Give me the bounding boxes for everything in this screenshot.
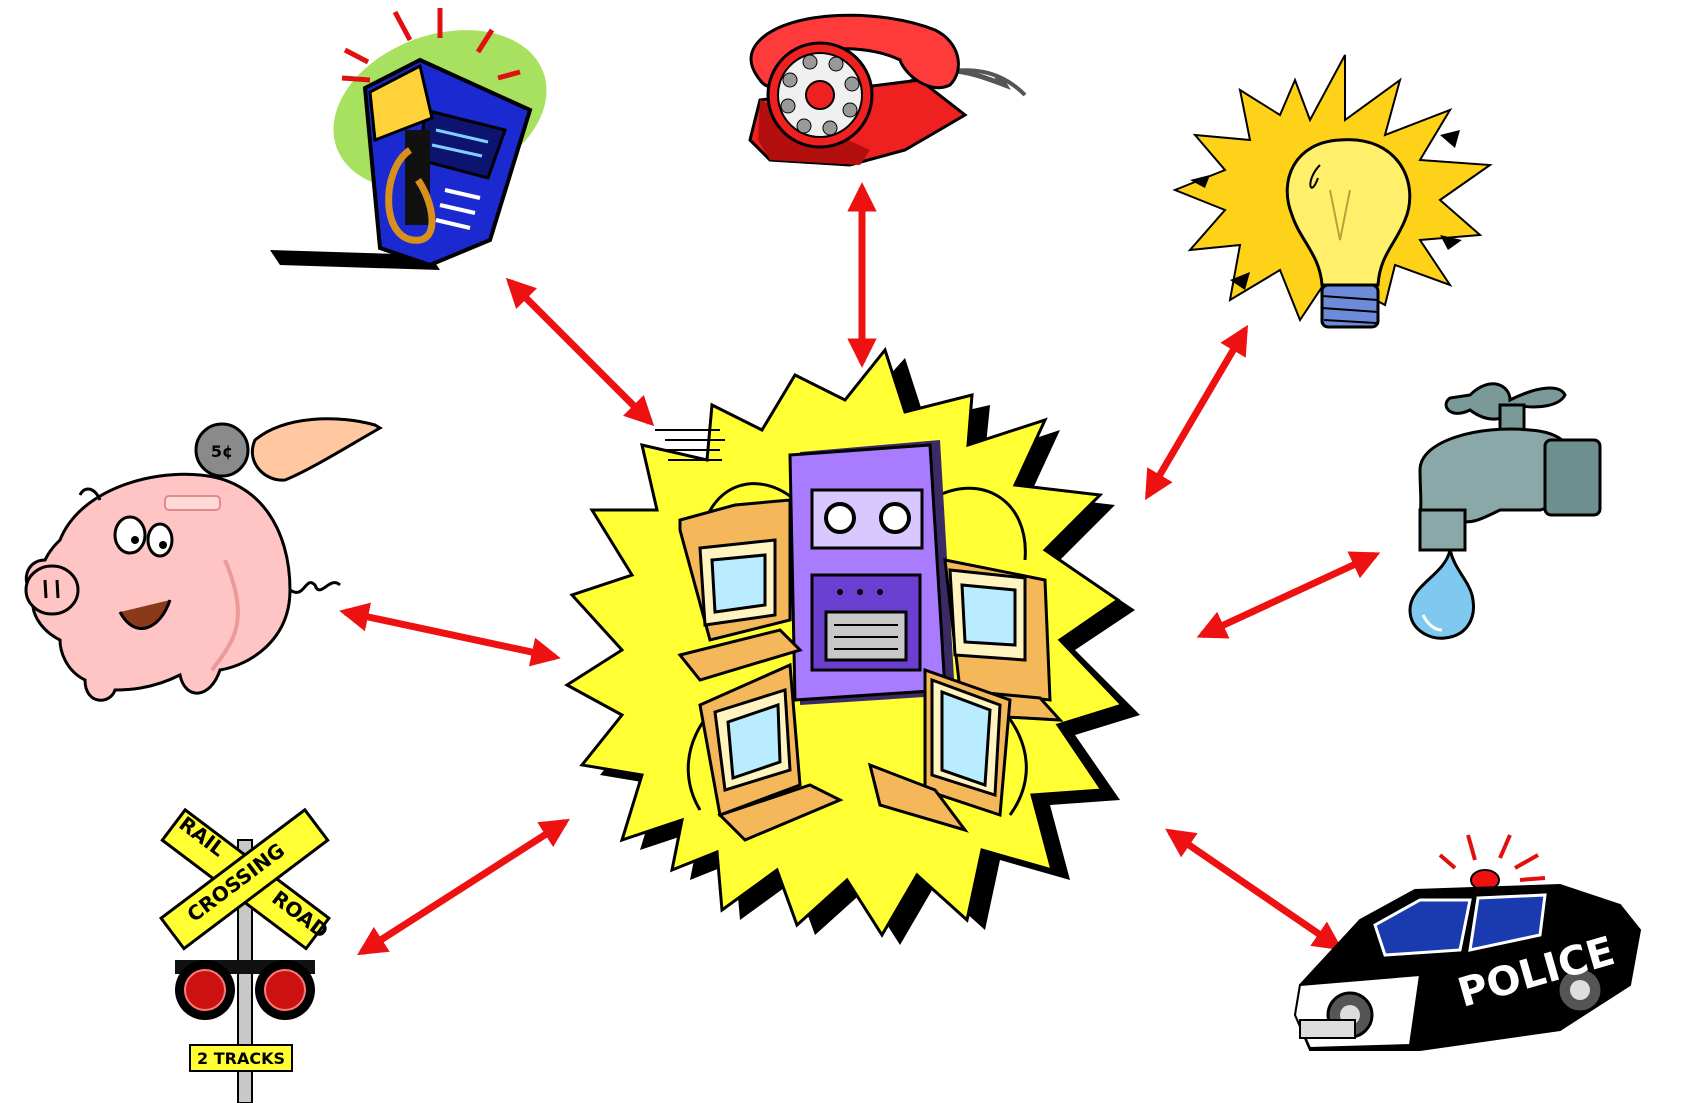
- coin-label: 5¢: [211, 442, 233, 461]
- connector-arrows: [339, 182, 1381, 956]
- arrow-light: [1144, 324, 1249, 501]
- monitor-top-left: [677, 498, 803, 682]
- gas-pump-icon: [270, 8, 547, 270]
- arrow-gas: [505, 277, 655, 427]
- monitor-top-right: [943, 558, 1064, 722]
- computer-network-icon: [564, 346, 1140, 945]
- monitor-bottom-right: [867, 667, 1012, 833]
- rail-tracks-label: 2 TRACKS: [197, 1049, 285, 1068]
- arrow-water: [1196, 551, 1381, 639]
- server-tower: [788, 440, 955, 705]
- light-bulb-icon: [1172, 54, 1493, 329]
- arrow-bank: [339, 602, 561, 667]
- railroad-crossing-icon: RAIL CROSSING ROAD 2 TRACKS: [158, 807, 333, 1103]
- piggy-bank-icon: 5¢: [24, 417, 383, 702]
- arrow-rail: [357, 818, 570, 956]
- arrow-police: [1165, 828, 1343, 951]
- telephone-icon: [748, 13, 1027, 167]
- water-faucet-icon: [1408, 382, 1602, 640]
- monitor-bottom-left: [698, 662, 844, 842]
- police-car-icon: POLICE: [1293, 834, 1642, 1051]
